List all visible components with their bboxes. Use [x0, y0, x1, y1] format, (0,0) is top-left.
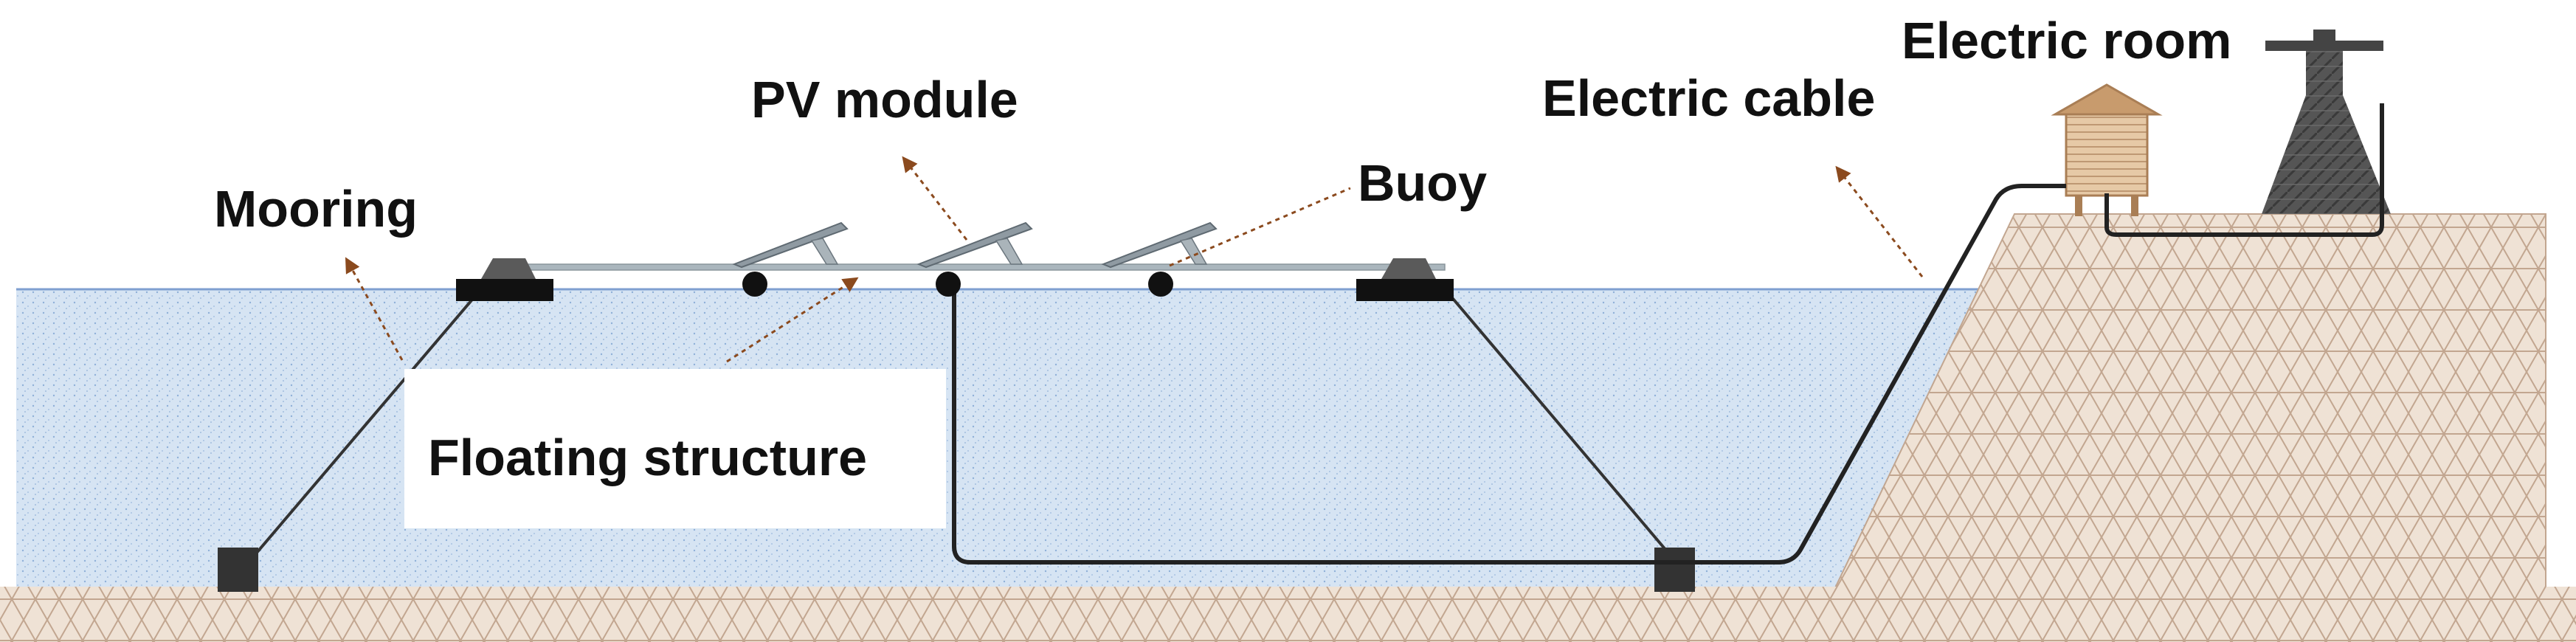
floating-structure-label-box [404, 369, 946, 528]
leader-buoy [1169, 187, 1351, 267]
leader-mooring [345, 257, 404, 361]
leader-pv-module [902, 156, 968, 241]
float-clamp-left [481, 258, 536, 279]
electric-room [2051, 83, 2163, 216]
water-body [16, 289, 1994, 592]
floating-deck [507, 263, 1446, 271]
tower-cable [2104, 103, 2384, 237]
label-floating-structure: Floating structure [428, 429, 868, 486]
transmission-tower [2262, 30, 2391, 214]
pv-module-2 [916, 221, 1033, 269]
embankment [1821, 213, 2546, 615]
label-electric-cable: Electric cable [1542, 69, 1876, 127]
buoy-3 [1148, 272, 1173, 297]
pv-module-3 [1101, 221, 1218, 269]
buoy-2 [936, 272, 961, 297]
pv-module-1 [732, 221, 849, 269]
mooring-line-right [1448, 294, 1677, 562]
float-clamp-right [1381, 258, 1436, 279]
leader-floating-structure [726, 277, 859, 363]
label-electric-room: Electric room [1902, 12, 2232, 69]
buoy-1 [742, 272, 767, 297]
electric-cable [952, 184, 2066, 565]
anchor-right [1654, 548, 1695, 592]
mooring-line-left [242, 294, 477, 570]
label-mooring: Mooring [214, 180, 418, 238]
float-pontoon-right [1356, 279, 1454, 301]
leader-electric-cable [1835, 165, 1924, 277]
anchor-left [218, 548, 258, 592]
lake-bed [0, 587, 2576, 642]
float-pontoon-left [456, 279, 553, 301]
label-buoy: Buoy [1358, 154, 1487, 212]
label-pv-module: PV module [751, 71, 1018, 128]
